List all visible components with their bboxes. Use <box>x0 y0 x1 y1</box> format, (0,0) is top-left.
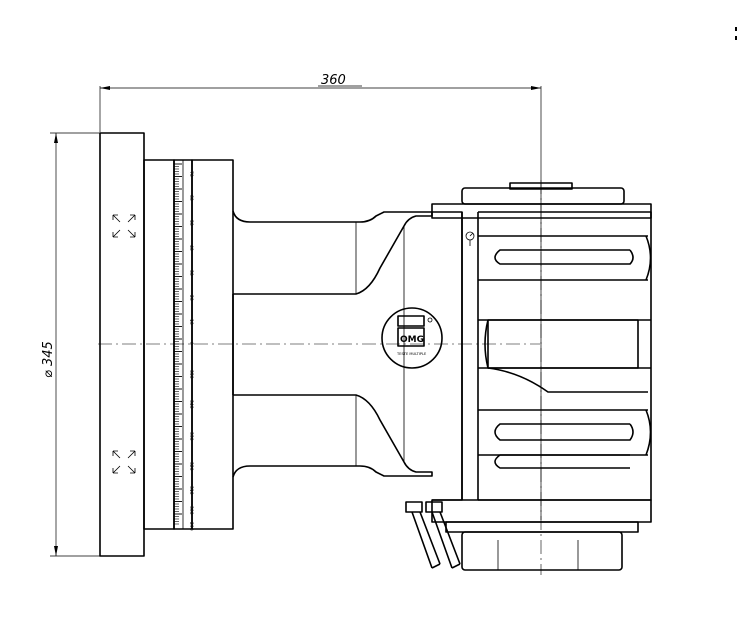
scale-label: 50 <box>188 220 194 226</box>
scale-label: 60 <box>188 195 194 201</box>
scale-label: 10 <box>188 319 194 325</box>
omg-logo: OMG TESTE MULTIPLE <box>381 307 443 369</box>
scale-label: 300 <box>188 506 194 515</box>
scale-label: 0 <box>188 342 194 345</box>
scale-label: 330 <box>188 432 194 441</box>
scale-label: 310 <box>188 486 194 495</box>
length-dimension: 360 <box>99 73 542 520</box>
flange-plate <box>191 159 234 530</box>
scale-ticks <box>174 163 182 525</box>
corner-marks <box>735 27 737 40</box>
expand-arrows-icon <box>112 214 136 238</box>
scale-label: 350 <box>188 370 194 379</box>
scale-labels-top: 70 60 50 40 30 20 10 0 <box>188 171 194 345</box>
diameter-dimension: ⌀ 345 <box>41 132 100 557</box>
motor-housing <box>431 182 652 571</box>
coolant-hoses <box>405 501 461 569</box>
diameter-dimension-label: ⌀ 345 <box>41 341 56 378</box>
scale-label: 340 <box>188 400 194 409</box>
expand-arrows-icon <box>112 450 136 474</box>
scale-label: 70 <box>188 171 194 177</box>
dial-gauge-icon <box>465 231 475 246</box>
scale-labels-bottom: 350 340 330 320 310 300 290 <box>188 370 194 531</box>
logo-tagline: TESTE MULTIPLE <box>396 352 427 356</box>
scale-label: 30 <box>188 270 194 276</box>
scale-label: 320 <box>188 462 194 471</box>
graduated-scale: 70 60 50 40 30 20 10 0 350 340 330 320 3… <box>173 159 194 531</box>
scale-label: 290 <box>188 522 194 531</box>
flange <box>99 132 175 557</box>
scale-label: 20 <box>188 295 194 301</box>
length-dimension-label: 360 <box>321 73 346 88</box>
logo-letters: OMG <box>400 335 424 345</box>
scale-label: 40 <box>188 245 194 251</box>
